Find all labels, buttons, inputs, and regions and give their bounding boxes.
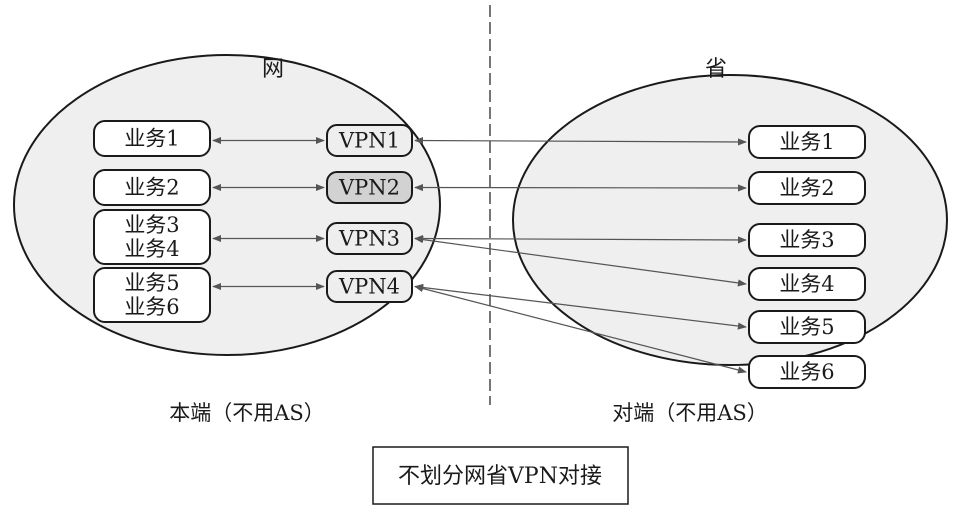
left-service-label: 业务6 xyxy=(124,295,179,319)
vpn-label: VPN3 xyxy=(338,227,400,251)
vpn-box-1 xyxy=(326,124,413,157)
vpn-connection-6 xyxy=(414,285,747,374)
vpn-connection-4 xyxy=(414,236,747,287)
bottom-label-box xyxy=(372,446,629,505)
left-region-ellipse xyxy=(13,54,441,356)
vpn-box-3 xyxy=(326,222,413,255)
right-service-box-5 xyxy=(748,310,866,344)
right-service-box-2 xyxy=(748,171,866,205)
vpn-connection-2 xyxy=(414,183,747,192)
left-service-label: 业务3 xyxy=(124,213,179,237)
right-service-label: 业务3 xyxy=(779,228,834,252)
right-region-title: 省 xyxy=(705,57,727,82)
left-service-box-4 xyxy=(93,267,211,323)
vpn-box-2 xyxy=(326,171,413,204)
right-caption: 对端（不用AS） xyxy=(612,401,768,425)
right-service-box-1 xyxy=(748,125,866,159)
left-service-box-3 xyxy=(93,209,211,265)
left-service-label: 业务2 xyxy=(124,176,179,200)
vpn-label: VPN2 xyxy=(338,176,400,200)
vpn-label: VPN4 xyxy=(338,275,400,299)
right-service-label: 业务1 xyxy=(779,130,834,154)
vpn-label: VPN1 xyxy=(338,129,400,153)
right-service-boxes: 业务1 业务2 业务3 业务4 业务5 业务6 xyxy=(748,125,866,389)
left-service-box-2 xyxy=(93,169,211,206)
right-service-label: 业务5 xyxy=(779,315,834,339)
right-service-box-6 xyxy=(748,355,866,389)
left-service-label: 业务1 xyxy=(124,127,179,151)
right-service-box-3 xyxy=(748,223,866,257)
vpn-box-4 xyxy=(326,270,413,303)
bottom-label: 不划分网省VPN对接 xyxy=(398,464,602,489)
connection-layer xyxy=(212,136,747,374)
left-service-label: 业务4 xyxy=(124,237,179,261)
right-service-label: 业务4 xyxy=(779,272,834,296)
right-service-label: 业务2 xyxy=(779,176,834,200)
left-service-label: 业务5 xyxy=(124,271,179,295)
left-caption: 本端（不用AS） xyxy=(169,401,325,425)
left-region-title: 网 xyxy=(262,57,284,82)
vpn-connection-1 xyxy=(414,136,747,146)
right-service-box-4 xyxy=(748,267,866,301)
right-service-label: 业务6 xyxy=(779,360,834,384)
left-service-box-1 xyxy=(93,120,211,157)
right-region-ellipse xyxy=(512,74,948,366)
